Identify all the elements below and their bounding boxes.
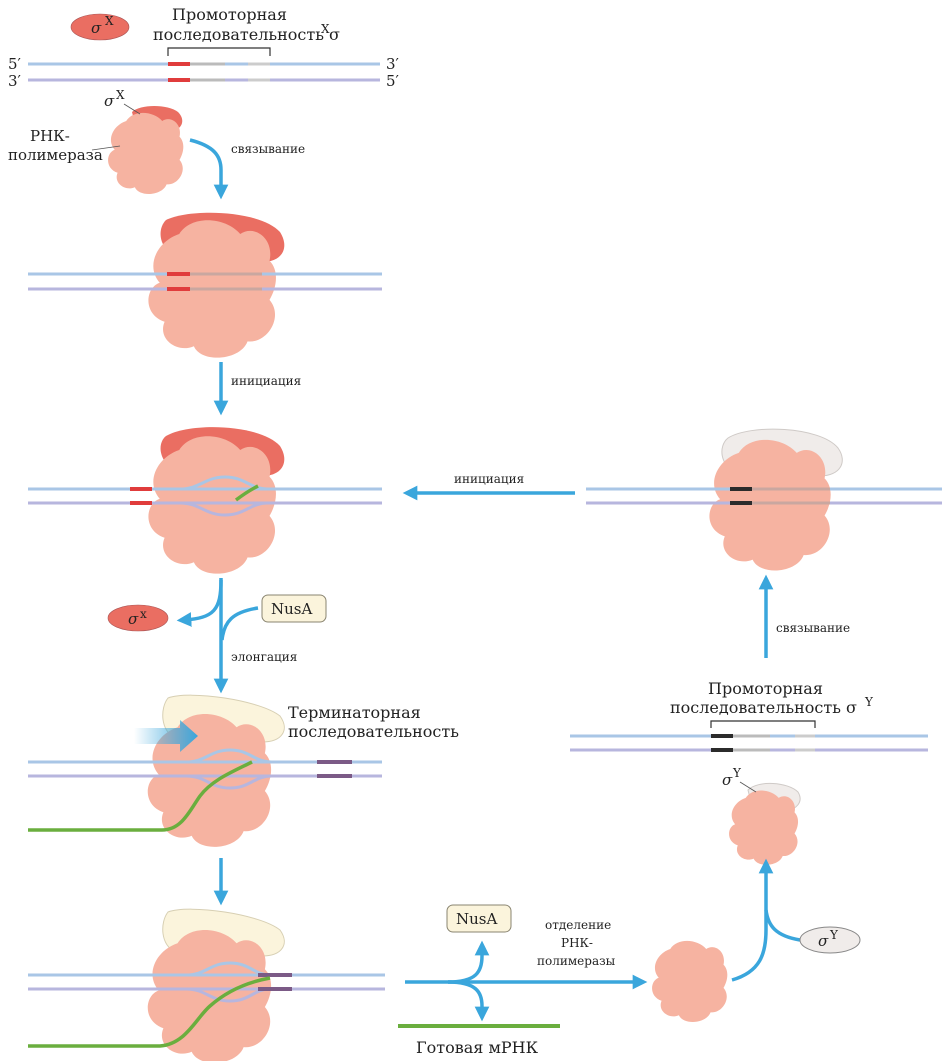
elongation-label: элонгация [231,650,297,664]
release-label-1: отделение [545,918,611,932]
sigma-y-free-label: σ [818,932,829,950]
sigma-y-free-sup: Y [829,928,839,942]
sigma-x-released-label: σ [128,610,139,628]
nusa-factor-1: NusA [261,594,327,623]
stage-4-open-complex [28,427,382,574]
sigma-y-free: σ Y [799,926,861,954]
binding-arrow-1: связывание [189,138,305,200]
rnap-label-1: РНК- [30,127,70,145]
bubble-top-5 [185,748,273,764]
promoter-x-title-sup: X [321,22,330,36]
terminator-title-1: Терминаторная [288,703,421,722]
stage-5-elongation-complex: Терминаторная последовательность [28,694,459,847]
terminator-title-2: последовательность [288,722,459,741]
stage-2-holoenzyme: σ X РНК- полимераза [8,88,184,194]
promoter-x-title-1: Промоторная [172,5,287,24]
initiation-arrow-2: инициация [402,472,575,501]
rnap-pointer [91,145,121,151]
rna-transcript-start [234,484,259,502]
promoter-y-title-sup: Y [864,695,874,709]
three-prime-right: 3′ [386,55,400,73]
five-prime-right: 5′ [386,72,400,90]
sigma-x-small-label: σ [104,92,115,110]
sigma-x-released: σ x [107,604,169,632]
sigma-x-pointer [123,103,141,115]
sigma-y-binding-arrows [731,858,801,982]
sigma-y-free-shape [799,926,861,954]
polymerase-sigma-y [709,439,831,571]
binding-label-2: связывание [776,621,850,635]
stage-right-sigma-y-complex [586,428,942,571]
rna-transcript-growing [28,760,253,832]
rna-polymerase-core [108,112,184,194]
binding-arrow-2: связывание [758,574,850,658]
sigma-x-label: σ [91,19,102,37]
sigma-x-released-sup: x [140,607,147,621]
bubble-bottom-5 [185,774,273,790]
initiation-label-1: инициация [231,374,301,388]
release-arrows: отделение РНК- полимеразы [405,918,648,1022]
bubble-top-6 [185,961,271,977]
elongation-arrow: элонгация [176,578,297,694]
nusa-label-1: NusA [271,600,312,618]
stage-1-free-dna: σ X Промоторная последовательность σ X 5… [8,5,400,90]
nusa-box-1 [261,594,327,623]
stage-6-termination-complex [28,908,385,1061]
bubble-bottom-6 [185,987,271,1003]
stage-3-closed-complex [28,212,382,358]
release-label-2: РНК- [561,936,593,950]
sigma-x-small-sup: X [116,88,125,102]
promoter-y-free-dna: Промоторная последовательность σ Y [570,679,928,752]
promoter-y-title-2: последовательность σ [670,698,857,717]
free-core-polymerase [652,940,728,1022]
promoter-x-bracket [167,47,271,56]
promoter-y-title-1: Промоторная [708,679,823,698]
binding-label-1: связывание [231,142,305,156]
nusa-box-2 [446,904,512,933]
direction-arrow [134,720,198,752]
holoenzyme-sigma-y: σ Y [722,766,801,865]
bubble-bottom-4 [179,501,269,517]
release-label-3: полимеразы [537,954,616,968]
initiation-arrow-1: инициация [213,362,301,416]
sigma-y-pointer [739,781,757,793]
mrna-label: Готовая мРНК [416,1038,539,1057]
promoter-y-bracket [710,720,816,728]
sigma-x-sup: X [105,14,114,28]
three-prime-left: 3′ [8,72,22,90]
promoter-x-title-2: последовательность σ [153,25,340,44]
sigma-y-small-label: σ [722,771,733,789]
nusa-label-2: NusA [456,910,497,928]
rnap-label-2: полимераза [8,146,103,164]
polymerase-small-right [729,790,799,865]
sigma-x-released-shape [107,604,169,632]
five-prime-left: 5′ [8,55,22,73]
initiation-label-2: инициация [454,472,524,486]
sigma-x-free-subunit [70,13,130,41]
sigma-y-small-sup: Y [732,766,742,780]
mature-mrna: Готовая мРНК [398,1024,560,1057]
rna-transcript-final [28,976,271,1048]
nusa-factor-2: NusA [446,904,512,933]
